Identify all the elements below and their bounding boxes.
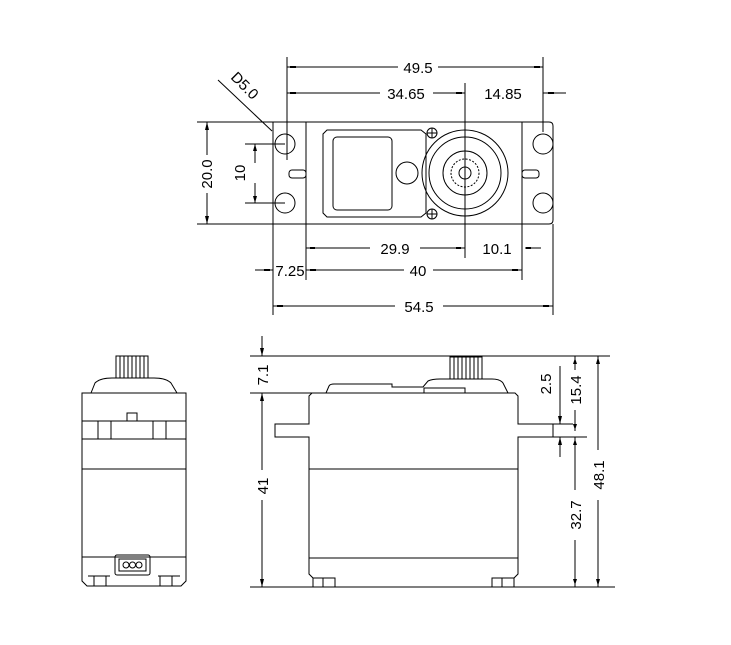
connector-icon [114,554,151,576]
dim-10-1: 10.1 [482,241,511,258]
mounting-slot [521,169,540,179]
side-view: 7.1 41 2.5 15.4 32.7 48.1 [250,336,615,588]
screw-icon [426,127,438,139]
mounting-hole [532,192,554,214]
top-view: 49.5 34.65 14.85 D5.0 20.0 10 29.9 10.1 … [197,57,566,316]
screw-icon [426,208,438,220]
small-boss [395,161,419,185]
dim-32-7: 32.7 [568,500,585,529]
dim-10: 10 [232,165,249,182]
dim-29-9: 29.9 [380,241,409,258]
dim-54-5: 54.5 [404,299,433,316]
mounting-slot [288,169,307,179]
dim-7-1: 7.1 [255,365,272,386]
dim-40: 40 [410,263,427,280]
end-view-body [81,392,187,587]
label-recess [322,129,427,218]
dim-7-25: 7.25 [275,263,304,280]
dim-20-0: 20.0 [199,159,216,188]
dim-34-65: 34.65 [387,86,425,103]
mounting-hole [532,133,554,155]
dim-14-85: 14.85 [484,86,522,103]
dim-hole-diameter: D5.0 [227,69,261,103]
end-view [81,355,187,587]
dim-48-1: 48.1 [591,460,608,489]
top-view-outline [272,121,554,225]
top-cap [325,378,509,394]
dim-15-4: 15.4 [568,375,585,404]
dim-41: 41 [255,478,272,495]
label-panel [332,136,393,211]
dim-49-5: 49.5 [403,60,432,77]
leader-line [217,79,273,132]
top-cap [90,377,178,394]
dim-2-5: 2.5 [538,374,555,395]
